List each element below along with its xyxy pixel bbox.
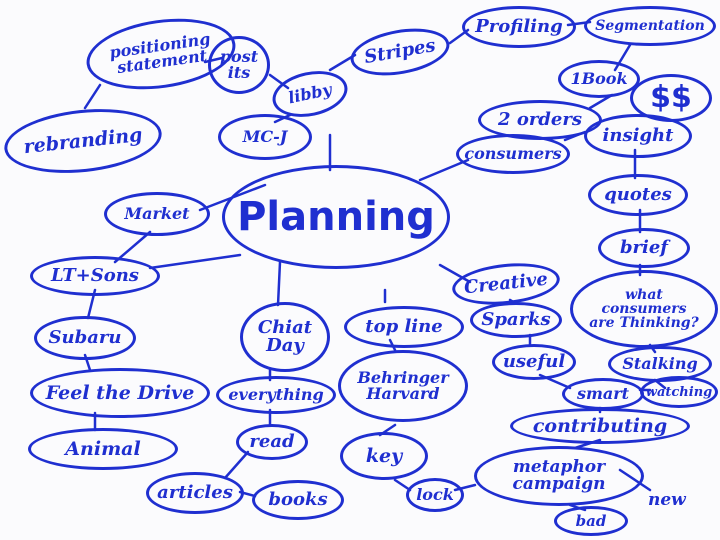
consumers-node: consumers bbox=[456, 134, 570, 174]
metaphor-campaign-node: metaphor campaign bbox=[474, 446, 644, 506]
chiat-day-node: Chiat Day bbox=[240, 302, 330, 372]
sparks-node: Sparks bbox=[470, 302, 562, 338]
stalking-node: Stalking bbox=[608, 346, 712, 382]
new-label: new bbox=[648, 490, 686, 510]
contributing-node: contributing bbox=[510, 408, 690, 444]
lt-sons-node: LT+Sons bbox=[30, 256, 160, 296]
segmentation-node: Segmentation bbox=[584, 6, 716, 46]
watching-node: watching bbox=[640, 376, 718, 408]
what-consumers-node: what consumers are Thinking? bbox=[570, 270, 718, 348]
smart-node: smart bbox=[562, 378, 644, 410]
top-line-node: top line bbox=[344, 306, 464, 348]
useful-node: useful bbox=[492, 344, 576, 380]
post-its-node: post its bbox=[208, 36, 270, 94]
behringer-harvard-node: Behringer Harvard bbox=[338, 350, 468, 422]
key-node: key bbox=[340, 432, 428, 480]
planning-center-node: Planning bbox=[222, 165, 450, 269]
subaru-node: Subaru bbox=[34, 316, 136, 360]
mc-j-node: MC-J bbox=[218, 114, 312, 160]
insight-node: insight bbox=[584, 114, 692, 158]
quotes-node: quotes bbox=[588, 174, 688, 216]
profiling-node: Profiling bbox=[462, 6, 576, 48]
bad-node: bad bbox=[554, 506, 628, 536]
books-node: books bbox=[252, 480, 344, 520]
ibook-node: 1Book bbox=[558, 60, 640, 98]
articles-node: articles bbox=[146, 472, 244, 514]
everything-node: everything bbox=[216, 376, 336, 414]
read-node: read bbox=[236, 424, 308, 460]
brief-node: brief bbox=[598, 228, 690, 268]
feel-the-drive-node: Feel the Drive bbox=[30, 368, 210, 418]
market-node: Market bbox=[104, 192, 210, 236]
lock-node: lock bbox=[406, 478, 464, 512]
animal-node: Animal bbox=[28, 428, 178, 470]
